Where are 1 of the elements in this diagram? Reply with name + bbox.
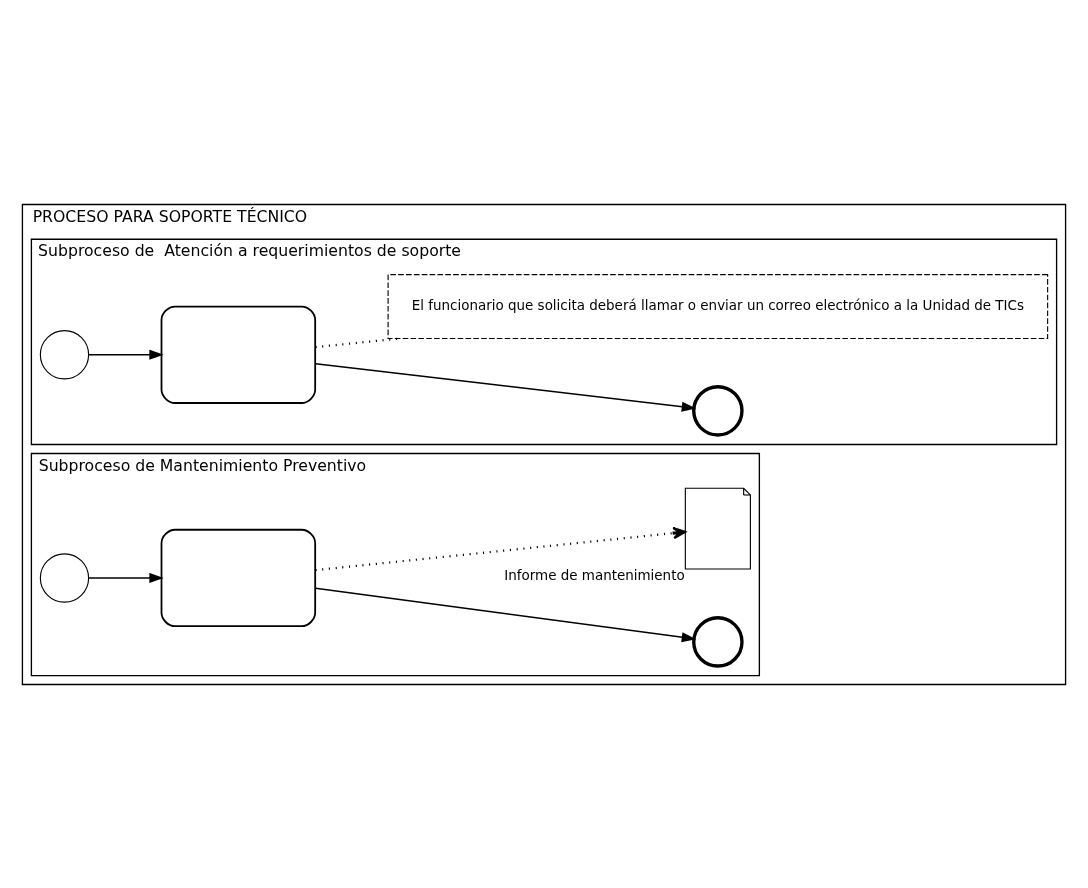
node-label: Informe de mantenimiento <box>504 567 685 583</box>
